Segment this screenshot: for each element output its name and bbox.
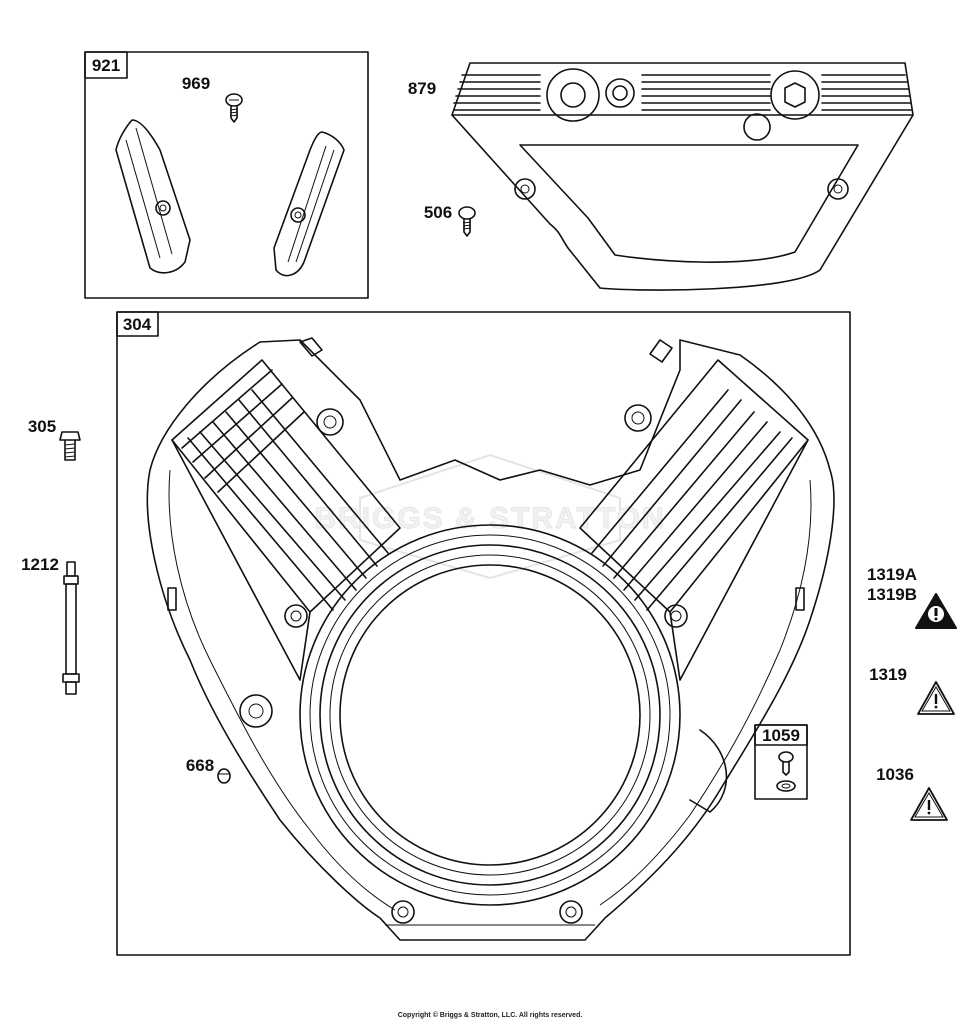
plug-668[interactable] [217,768,231,784]
screw-969[interactable] [225,93,243,123]
bolt-305[interactable] [59,431,81,461]
right-cylinder-fins [579,359,809,681]
part-304-label[interactable]: 304 [123,315,152,334]
part-1059-label[interactable]: 1059 [762,726,800,745]
deflector-left[interactable] [115,119,191,274]
deflector-right[interactable] [273,131,345,277]
part-921-tag [84,51,128,79]
part-1059-group: 1059 [754,724,808,800]
part-1319B-label[interactable]: 1319B [867,585,917,604]
copyright-notice: Copyright © Briggs & Stratton, LLC. All … [397,1012,583,1019]
watermark-text: BRIGGS & STRATTON [314,502,665,535]
screw-1059[interactable] [776,751,796,792]
ribs-left [453,74,541,111]
part-304-tag [116,311,159,337]
left-cylinder-fins [171,359,401,681]
warning-icon-outline[interactable] [917,681,955,715]
part-879-cover[interactable] [451,62,914,291]
part-879-label[interactable]: 879 [408,79,436,98]
part-921-group: 921 [84,51,369,299]
watermark: BRIGGS & STRATTON [314,453,665,580]
part-921-box [84,51,369,299]
ribs-middle [641,74,771,111]
warning-icon-filled[interactable] [915,593,957,629]
part-1036-label[interactable]: 1036 [876,765,914,784]
part-668-label[interactable]: 668 [186,756,214,775]
part-1059-tag [754,724,808,746]
part-969-label[interactable]: 969 [182,74,210,93]
warning-icon-outline-1036[interactable] [910,787,948,821]
part-304-group: 304 [116,311,851,956]
stud-1212[interactable] [62,561,80,695]
screw-506[interactable] [458,206,476,237]
part-304-box [116,311,851,956]
part-506-label[interactable]: 506 [424,203,452,222]
part-1319-label[interactable]: 1319 [869,665,907,684]
blower-housing[interactable] [146,337,835,941]
part-305-label[interactable]: 305 [28,417,56,436]
part-1212-label[interactable]: 1212 [21,555,59,574]
part-921-label[interactable]: 921 [92,56,120,75]
ribs-right [821,74,912,111]
part-1319A-label[interactable]: 1319A [867,565,917,584]
